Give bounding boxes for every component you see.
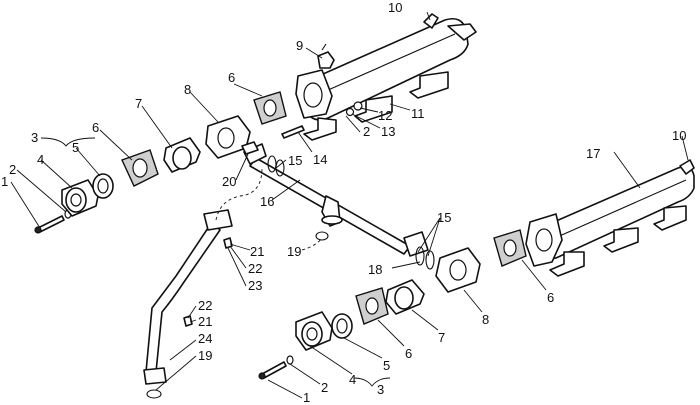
callout-23: 23	[248, 278, 262, 293]
callout-7-lower: 7	[438, 330, 445, 345]
callout-21-lower: 21	[198, 314, 212, 329]
screw-21-22-upper	[223, 237, 233, 249]
callout-8-lower: 8	[482, 312, 489, 327]
callout-8-upper: 8	[184, 82, 191, 97]
washer-2-lower	[286, 355, 294, 365]
valve-7-lower	[385, 279, 425, 315]
o-ring-19-lower	[146, 389, 162, 399]
callout-3-upper: 3	[31, 130, 38, 145]
callout-20: 20	[222, 174, 236, 189]
bolt-1-lower	[258, 361, 287, 380]
gasket-5-lower	[331, 313, 353, 339]
bent-pipe	[143, 209, 233, 385]
clamp-9	[317, 43, 335, 69]
flange-4-lower	[295, 311, 333, 351]
callout-6-lower-left: 6	[405, 346, 412, 361]
callout-1-upper: 1	[1, 174, 8, 189]
callout-3-lower: 3	[377, 382, 384, 397]
nut-12	[353, 101, 363, 111]
callout-15-upper: 15	[288, 153, 302, 168]
gasket-5-upper	[92, 173, 114, 199]
o-ring-19-upper	[315, 231, 329, 241]
callout-14: 14	[313, 152, 327, 167]
callout-2-mid: 2	[363, 124, 370, 139]
gasket-6-lower-right	[493, 229, 527, 267]
upper-manifold	[295, 17, 477, 141]
valve-7-upper	[163, 137, 201, 173]
callout-5-lower: 5	[383, 358, 390, 373]
callout-24: 24	[198, 331, 212, 346]
callout-4-upper: 4	[37, 152, 44, 167]
washer-13	[345, 107, 355, 117]
callout-16: 16	[260, 194, 274, 209]
callout-19-upper: 19	[287, 244, 301, 259]
callouts: 1 2 3 4 5 6 7 8 6 9 10 11 12 13 2 14 15 …	[1, 0, 686, 405]
housing-8-upper	[205, 115, 251, 159]
callout-6-upper-right: 6	[228, 70, 235, 85]
housing-8-lower	[435, 247, 481, 293]
callout-15-lower: 15	[437, 210, 451, 225]
callout-10-lower: 10	[672, 128, 686, 143]
callout-6-lower-right: 6	[547, 290, 554, 305]
gasket-6-upper-left	[121, 149, 159, 187]
callout-17: 17	[586, 146, 600, 161]
callout-22-lower: 22	[198, 298, 212, 313]
callout-12: 12	[378, 108, 392, 123]
bolt-1-upper	[34, 215, 65, 234]
callout-2-upper: 2	[9, 162, 16, 177]
callout-21-upper: 21	[250, 244, 264, 259]
callout-6-upper-left: 6	[92, 120, 99, 135]
callout-4-lower: 4	[349, 372, 356, 387]
gasket-6-upper-right	[253, 91, 287, 125]
callout-19-lower: 19	[198, 348, 212, 363]
gasket-6-lower-left	[355, 287, 389, 325]
callout-18: 18	[368, 262, 382, 277]
callout-9: 9	[296, 38, 303, 53]
cross-tube-16	[243, 143, 429, 257]
flange-4-upper	[61, 179, 99, 217]
stud-14	[281, 125, 305, 139]
callout-13: 13	[381, 124, 395, 139]
callout-5-upper: 5	[72, 140, 79, 155]
leader-lines	[10, 11, 689, 399]
top-nipple	[423, 13, 439, 29]
screw-21-22-lower	[183, 315, 193, 327]
callout-10-upper: 10	[388, 0, 402, 15]
callout-11: 11	[411, 106, 425, 121]
clamp-20	[241, 141, 259, 155]
callout-7-upper: 7	[135, 96, 142, 111]
callout-2-lower: 2	[321, 380, 328, 395]
callout-22-upper: 22	[248, 261, 262, 276]
callout-1-lower: 1	[303, 390, 310, 405]
lower-manifold	[525, 159, 695, 277]
